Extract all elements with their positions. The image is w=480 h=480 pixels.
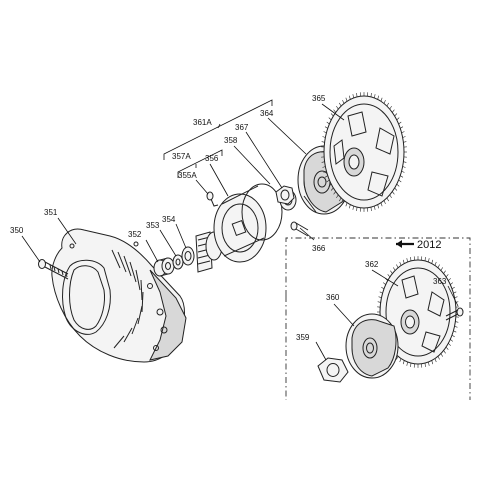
bearing-354 (181, 246, 195, 266)
gear-tooth (333, 109, 336, 113)
bolt-355a (206, 191, 219, 207)
left-arrow-icon (396, 240, 414, 248)
gear-tooth (330, 113, 334, 117)
label-357a: 357A (172, 152, 191, 161)
ring-gear-365 (321, 92, 407, 212)
leader-lines (21, 103, 345, 263)
label-350: 350 (10, 226, 24, 235)
bolt-363 (445, 307, 464, 321)
inset-border-2012 (285, 237, 471, 400)
gear-tooth (386, 102, 389, 107)
label-352: 352 (128, 230, 142, 239)
gear-tooth (386, 197, 389, 202)
gear-tooth (336, 105, 339, 110)
gear-tooth (370, 207, 372, 212)
nut-367 (275, 185, 295, 205)
gear-tooth (445, 346, 449, 350)
label-362: 362 (365, 260, 379, 269)
gear-tooth (356, 92, 358, 97)
gear-tooth (333, 191, 336, 195)
gear-tooth (424, 257, 426, 261)
part-labels: 350 351 352 353 354 355A 356 357A 358 35… (10, 94, 447, 342)
gear-tooth (356, 207, 358, 212)
label-353: 353 (146, 221, 160, 230)
bolt-366 (290, 221, 309, 237)
group-bracket-357a (177, 149, 223, 178)
gear-tooth (389, 194, 392, 199)
label-365: 365 (312, 94, 326, 103)
gear-tooth (336, 194, 339, 199)
gear-tooth (393, 267, 396, 271)
ring-gear-362 (377, 256, 459, 368)
gear-tooth (443, 270, 446, 274)
gear-tooth (339, 197, 342, 202)
cover-bolt (38, 259, 69, 280)
gear-tooth (443, 350, 446, 354)
label-363: 363 (433, 277, 447, 286)
label-361a: 361A (193, 118, 212, 127)
spacer-352 (153, 257, 175, 277)
clutch-drum-356 (195, 183, 283, 273)
gear-tooth (428, 361, 430, 366)
label-360: 360 (326, 293, 340, 302)
gear-tooth (339, 102, 342, 107)
gear-tooth (406, 361, 408, 366)
label-354: 354 (162, 215, 176, 224)
gear-tooth (392, 191, 395, 195)
label-356: 356 (205, 154, 219, 163)
gear-tooth (390, 270, 393, 274)
inset-leader-lines (315, 269, 459, 361)
gear-tooth (424, 363, 426, 367)
gear-tooth (410, 363, 412, 367)
label-364: 364 (260, 109, 274, 118)
gear-tooth (387, 274, 391, 278)
gear-tooth (428, 258, 430, 263)
label-358: 358 (224, 136, 238, 145)
gear-tooth (330, 187, 334, 191)
gear-tooth (370, 92, 372, 97)
gear-tooth (394, 187, 398, 191)
clutch-shoe-360 (345, 313, 399, 379)
gear-tooth (394, 113, 398, 117)
label-367: 367 (235, 123, 249, 132)
gear-tooth (389, 105, 392, 110)
label-359: 359 (296, 333, 310, 342)
year-2012-marker: 2012 (396, 239, 441, 251)
gear-tooth (445, 274, 449, 278)
label-351: 351 (44, 208, 58, 217)
group-bracket-361a (163, 99, 273, 160)
label-355a: 355A (178, 171, 197, 180)
year-label: 2012 (417, 239, 441, 251)
gear-tooth (440, 353, 443, 357)
washer-353 (172, 254, 184, 270)
label-366: 366 (312, 244, 326, 253)
gear-tooth (440, 267, 443, 271)
clutch-cover (51, 228, 187, 363)
gear-tooth (392, 109, 395, 113)
nut-359 (317, 357, 349, 383)
gear-tooth (410, 257, 412, 261)
